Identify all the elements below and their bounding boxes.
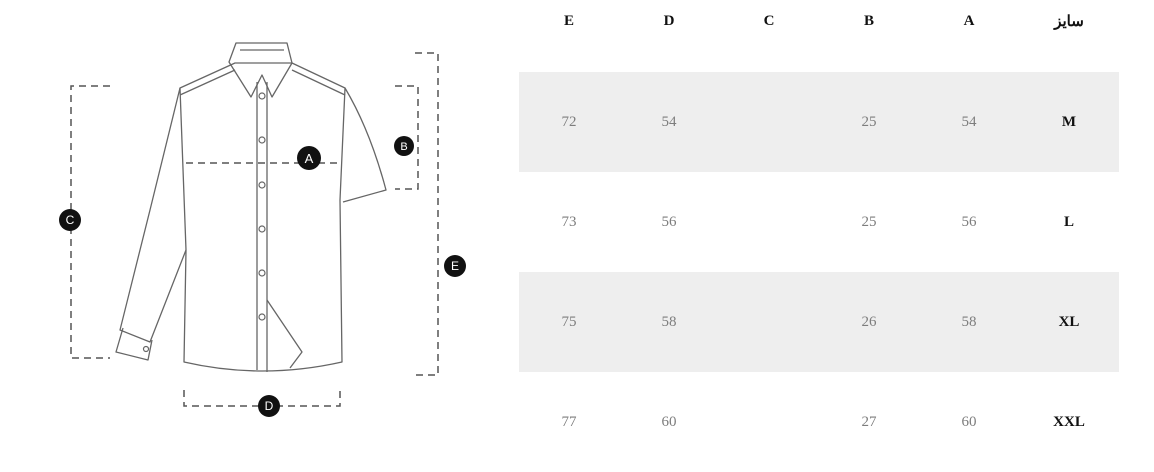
cell-a: 58: [919, 272, 1019, 372]
cell-b: 27: [861, 413, 877, 430]
cell-c: [719, 272, 819, 372]
cell-size: XXL: [1053, 413, 1085, 430]
cell-size: L: [1063, 213, 1074, 230]
cell-d: 58: [619, 272, 719, 372]
header-b: B: [863, 13, 874, 29]
cell-b: 25: [861, 213, 877, 230]
cell-size: M: [1019, 72, 1119, 172]
shirt-measurement-diagram: A B C D E: [59, 42, 466, 417]
cell-e: 72: [519, 72, 619, 172]
measurement-guides: [70, 52, 439, 407]
cell-e: 77: [561, 413, 577, 430]
cell-b: 25: [819, 72, 919, 172]
table-header-row: E D C B A سایز: [519, 0, 1119, 43]
marker-c: C: [59, 209, 81, 231]
marker-d: D: [258, 395, 280, 417]
cell-d: 56: [661, 213, 677, 230]
header-spacer: [519, 43, 1119, 72]
cell-c: [719, 372, 819, 472]
cell-a: 56: [961, 213, 977, 230]
cell-d: 54: [619, 72, 719, 172]
svg-text:C: C: [66, 213, 75, 227]
table-row: 73 56 25 56 L: [519, 172, 1119, 272]
marker-a: A: [297, 146, 321, 170]
marker-e: E: [444, 255, 466, 277]
svg-text:B: B: [400, 141, 407, 153]
cell-d: 60: [661, 413, 677, 430]
cell-e: 73: [561, 213, 577, 230]
header-size: سایز: [1054, 14, 1084, 30]
marker-b: B: [394, 136, 414, 156]
shirt-outline: [115, 42, 387, 372]
header-a: A: [963, 13, 975, 29]
svg-text:A: A: [305, 151, 314, 166]
svg-text:D: D: [265, 399, 274, 413]
table-row: 75 58 26 58 XL: [519, 272, 1119, 372]
cell-size: XL: [1019, 272, 1119, 372]
cell-a: 54: [919, 72, 1019, 172]
cell-c: [719, 72, 819, 172]
header-c: C: [763, 13, 775, 29]
header-d: D: [663, 13, 675, 29]
size-chart-table: E D C B A سایز 72 54 25 54 M 73 56 25 56…: [519, 0, 1119, 472]
table-row: 72 54 25 54 M: [519, 72, 1119, 172]
header-e: E: [563, 13, 574, 29]
table-row: 77 60 27 60 XXL: [519, 372, 1119, 472]
svg-text:E: E: [451, 259, 459, 273]
cell-b: 26: [819, 272, 919, 372]
cell-a: 60: [961, 413, 977, 430]
shirt-buttons: [142, 92, 266, 353]
cell-c: [719, 172, 819, 272]
cell-e: 75: [519, 272, 619, 372]
